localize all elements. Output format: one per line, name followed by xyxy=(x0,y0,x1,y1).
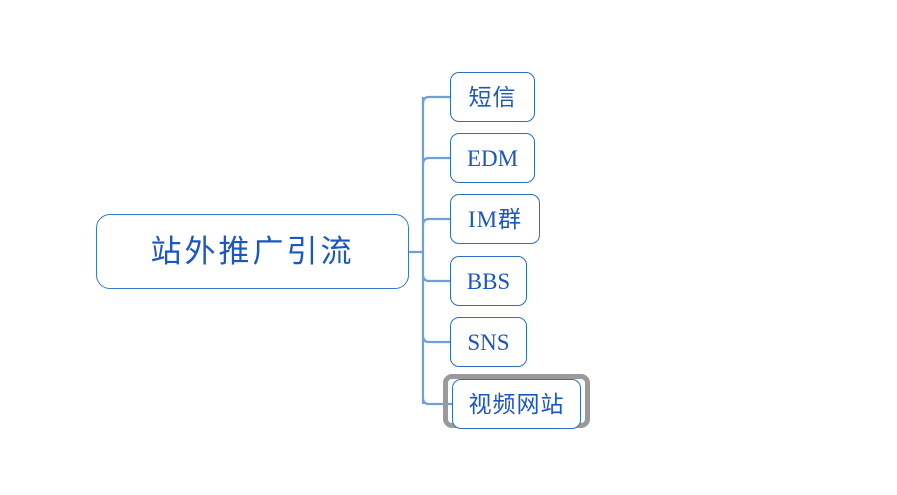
node-label-bbs: BBS xyxy=(466,268,511,294)
node-label-sns: SNS xyxy=(467,329,510,355)
root-node-label: 站外推广引流 xyxy=(150,234,355,269)
mindmap-node-bbs[interactable]: BBS xyxy=(450,256,527,306)
mindmap-node-video-site[interactable]: 视频网站 xyxy=(452,379,581,429)
connector-branch-5 xyxy=(421,397,452,406)
connector-branch-2 xyxy=(421,217,450,227)
connector-branch-3 xyxy=(421,274,450,283)
node-label-sms: 短信 xyxy=(468,84,517,110)
node-label-im-group: IM群 xyxy=(467,206,523,232)
connector-branch-0 xyxy=(421,95,450,105)
mindmap-node-edm[interactable]: EDM xyxy=(450,133,535,183)
mindmap-node-sns[interactable]: SNS xyxy=(450,317,527,367)
connector-branch-1 xyxy=(421,156,450,166)
node-label-video-site: 视频网站 xyxy=(468,391,565,417)
mindmap-root-node[interactable]: 站外推广引流 xyxy=(96,214,409,289)
node-label-edm: EDM xyxy=(466,145,519,171)
connector-branch-4 xyxy=(421,335,450,344)
mindmap-node-sms[interactable]: 短信 xyxy=(450,72,535,122)
mindmap-node-im-group[interactable]: IM群 xyxy=(450,194,540,244)
